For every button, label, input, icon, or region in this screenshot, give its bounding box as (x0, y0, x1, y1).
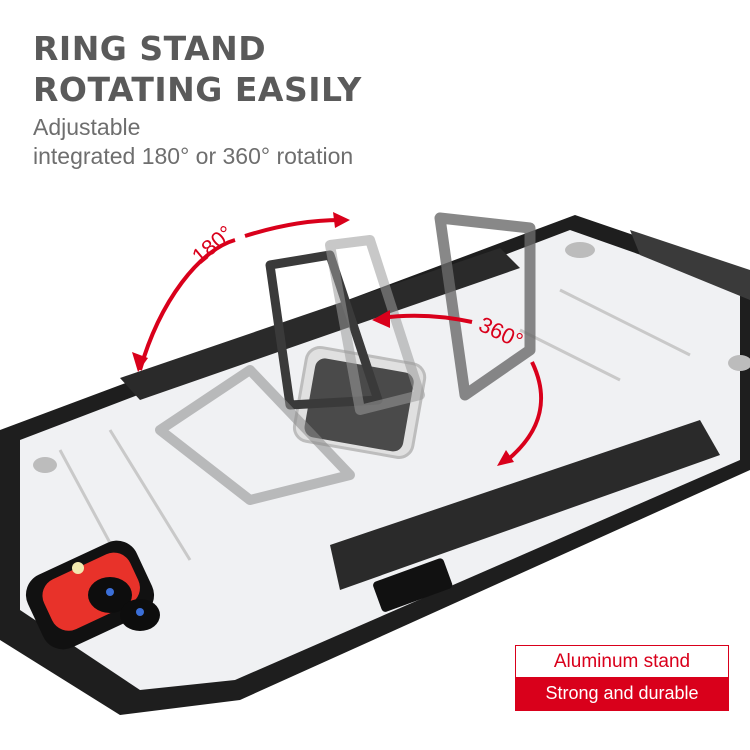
subtitle-line-2: integrated 180° or 360° rotation (33, 143, 354, 169)
arrow-180 (138, 238, 236, 371)
headline: RING STAND ROTATING EASILY (33, 28, 362, 110)
ring-holder (155, 212, 536, 505)
headline-line-2: ROTATING EASILY (33, 70, 362, 109)
badge-bottom-label: Strong and durable (516, 677, 728, 710)
phone-case (0, 215, 750, 715)
camera-module (25, 540, 160, 650)
feature-badge: Aluminum stand Strong and durable (515, 645, 729, 711)
subtitle-line-1: Adjustable (33, 114, 141, 140)
rotation-arrows (132, 212, 543, 466)
badge-top-label: Aluminum stand (516, 646, 728, 677)
subtitle: Adjustable integrated 180° or 360° rotat… (33, 113, 353, 171)
headline-line-1: RING STAND (33, 29, 267, 68)
